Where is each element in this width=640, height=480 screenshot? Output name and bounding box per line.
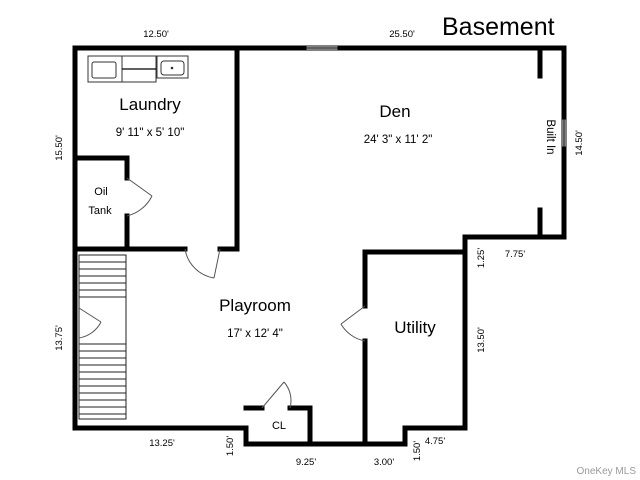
measure-bottom-utility: 3.00' [374,457,394,468]
utility-label: Utility [394,318,436,337]
oil-tank-enclosure [72,155,130,252]
stairs [78,254,127,420]
measure-top-right: 25.50' [389,29,415,40]
exterior-walls [72,45,567,447]
playroom-label: Playroom [219,296,291,315]
laundry-size: 9' 11" x 5' 10" [116,127,185,139]
top-window [305,45,339,51]
built-in-label: Built In [544,119,556,154]
den-label: Den [379,102,410,121]
laundry-fixtures [87,55,189,83]
measure-bottom-left: 13.25' [149,438,175,449]
den-size: 24' 3" x 11' 2" [364,134,433,146]
oil-tank-label-line1: Oil [94,186,107,198]
measure-left-upper: 15.50' [54,135,65,161]
measurements: 12.50' 25.50' 15.50' 13.75' 14.50' 1.25'… [54,29,585,468]
oil-tank-label-line2: Tank [88,205,112,217]
closet-label: CL [272,420,286,432]
watermark: OneKey MLS [577,466,637,477]
measure-right-lower: 13.50' [476,327,487,353]
plan-title: Basement [442,13,555,41]
interior-walls [72,45,468,447]
measure-top-left: 12.50' [143,29,169,40]
measure-left-lower: 13.75' [54,325,65,351]
measure-step-horizontal: 7.75' [505,249,525,260]
measure-bottom-middle: 9.25' [296,457,316,468]
measure-bottom-step-right: 1.50' [412,441,423,461]
measure-right-upper: 14.50' [574,130,585,156]
laundry-label: Laundry [119,95,181,114]
door-swings [78,177,366,409]
measure-bottom-step-left: 1.50' [225,436,236,456]
playroom-size: 17' x 12' 4" [227,328,283,340]
measure-step-vertical: 1.25' [476,248,487,268]
right-window [561,118,567,148]
measure-bottom-right: 4.75' [425,436,445,447]
